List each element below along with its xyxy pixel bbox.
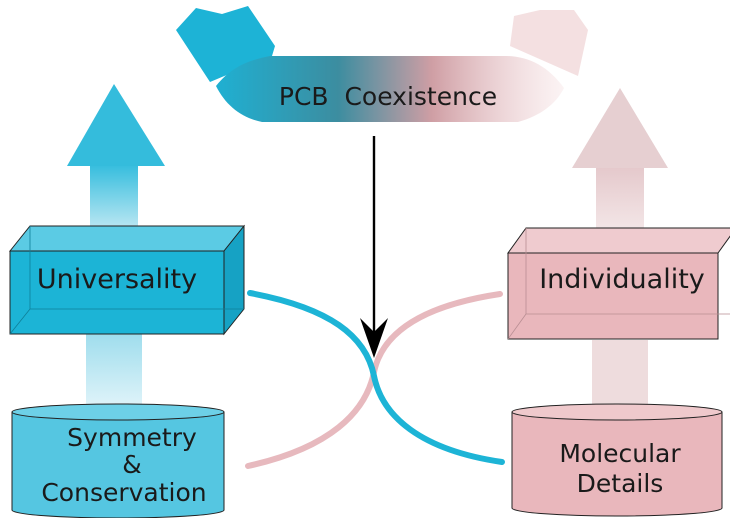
right-lower-shaft [592,340,648,412]
left-lower-shaft [86,334,142,412]
coexistence-banner: PCB Coexistence [176,6,588,122]
symmetry-conservation-cylinder: Symmetry & Conservation [11,403,225,518]
universality-up-arrow [67,84,165,230]
cylinder-line-details: Details [577,469,664,498]
down-arrow [360,136,388,358]
banner-band [216,56,564,122]
left-column: Universality Symmetry & Conservation [8,84,246,518]
cylinder-line-conservation: Conservation [41,478,206,507]
cylinder-line-molecular: Molecular [559,439,681,468]
cyan-crossing-curve [247,290,505,465]
individuality-label: Individuality [539,264,705,295]
universality-box: Universality [8,224,246,336]
universality-label: Universality [37,264,197,295]
individuality-box: Individuality [507,227,730,340]
right-column: Individuality Molecular Details [507,88,730,517]
cylinder-line-symmetry: Symmetry [67,423,197,452]
individuality-up-arrow [572,88,668,230]
molecular-details-cylinder: Molecular Details [511,403,723,517]
cylinder-line-ampersand: & [122,450,142,479]
banner-label: PCB Coexistence [279,82,497,111]
banner-right-tail [510,10,588,76]
